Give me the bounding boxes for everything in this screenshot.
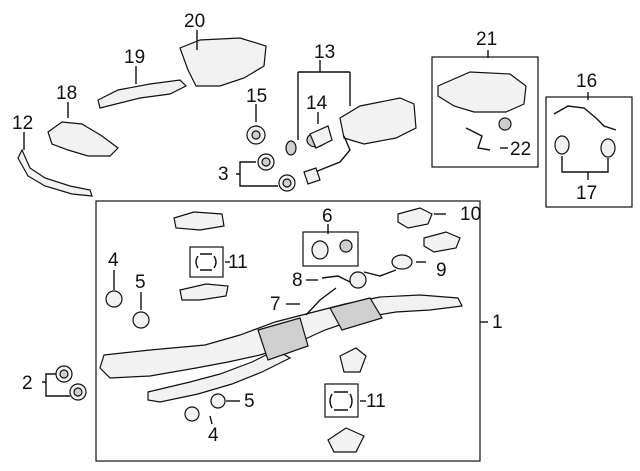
- clamp-4a: [105, 290, 123, 308]
- catalytic-converter-a: [257, 317, 309, 361]
- muffler-hanger-14-body: [309, 125, 333, 149]
- callout-1: 1: [492, 312, 503, 333]
- callout-6: 6: [322, 206, 333, 227]
- callout-17: 17: [576, 183, 597, 204]
- callout-5b: 5: [244, 391, 255, 412]
- callout-11b: 11: [366, 391, 386, 412]
- spring-bolt-9: [363, 269, 397, 277]
- hanger-box-16: [545, 96, 633, 208]
- callout-18: 18: [56, 83, 77, 104]
- callout-9: 9: [436, 260, 447, 281]
- callout-16: 16: [576, 71, 597, 92]
- callout-11a: 11: [228, 252, 248, 273]
- heat-shield-20: [179, 37, 267, 87]
- heat-shield-mid: [179, 283, 229, 301]
- bushing-17a: [554, 135, 570, 155]
- callout-2: 2: [22, 373, 33, 394]
- clamp-4b: [184, 406, 200, 422]
- heat-shield-12: [17, 148, 93, 197]
- insulator-10b: [423, 231, 461, 253]
- bolt-13: [285, 140, 297, 156]
- hanger-6a: [311, 240, 329, 260]
- leader-lines: [23, 30, 609, 425]
- heat-shield-21: [437, 71, 527, 113]
- gasket-3a-hole: [261, 157, 271, 167]
- hanger-6b: [339, 239, 353, 253]
- callout-10: 10: [460, 204, 481, 225]
- callout-8: 8: [292, 270, 303, 291]
- clamp-11b: [329, 391, 353, 411]
- pipe-7: [305, 287, 337, 316]
- callout-20: 20: [184, 11, 205, 32]
- gasket-3b-hole: [282, 178, 292, 188]
- bolt-8: [321, 275, 351, 283]
- heat-shield-small-b: [327, 427, 365, 453]
- heat-shield-small-a: [339, 347, 367, 373]
- callout-21: 21: [476, 29, 497, 50]
- callout-4a: 4: [108, 250, 119, 271]
- bushing-17b: [600, 138, 616, 158]
- callout-3: 3: [218, 164, 229, 185]
- main-exhaust-box: [95, 200, 481, 462]
- insulator-10a: [397, 207, 433, 229]
- box-11-lower: [324, 383, 359, 418]
- box-6: [302, 231, 359, 267]
- heat-shield-18: [47, 121, 119, 157]
- muffler-13: [339, 97, 417, 145]
- callout-12: 12: [12, 113, 33, 134]
- gasket-2b-hole: [73, 387, 83, 397]
- callout-15: 15: [246, 86, 267, 107]
- heat-shield-upper: [173, 211, 225, 231]
- callout-22: 22: [510, 139, 531, 160]
- callout-4b: 4: [208, 425, 219, 446]
- clamp-5b: [210, 393, 226, 409]
- callout-7: 7: [270, 294, 281, 315]
- clamp-5a: [132, 311, 150, 329]
- heat-shield-19: [97, 79, 188, 109]
- gasket-8: [349, 271, 367, 289]
- resonator-1: [329, 297, 383, 331]
- exhaust-pipe-lower: [147, 349, 292, 403]
- callout-5a: 5: [135, 272, 146, 293]
- clamp-11a: [195, 253, 217, 271]
- bracket-22-bushing: [498, 117, 512, 131]
- gasket-15-hole: [251, 130, 261, 140]
- callout-19: 19: [124, 47, 145, 68]
- muffler-outlet-13: [303, 167, 321, 185]
- bracket-22: [465, 127, 491, 151]
- callout-14: 14: [306, 93, 328, 114]
- gasket-2a-hole: [59, 369, 69, 379]
- box-11-upper: [189, 246, 224, 278]
- callout-13: 13: [314, 42, 335, 63]
- spring-9: [391, 254, 413, 270]
- heat-shield-box-21: [431, 56, 539, 168]
- hanger-16: [553, 105, 617, 131]
